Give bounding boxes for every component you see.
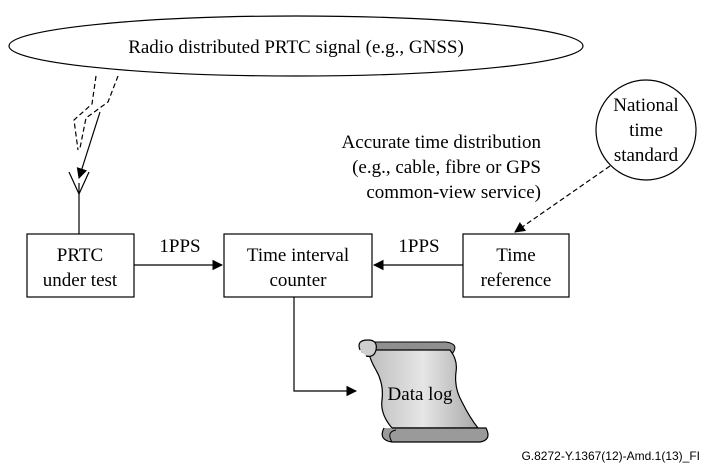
radio-link-zigzag-2 [73, 75, 97, 151]
data-log-label: Data log [388, 384, 453, 405]
ref-box-line-2: reference [481, 270, 552, 291]
national-to-reference-link [514, 165, 611, 233]
prtc-under-test-node: PRTC under test [26, 233, 135, 298]
accurate-time-line-1: Accurate time distribution [342, 132, 542, 153]
figure-id: G.8272-Y.1367(12)-Amd.1(13)_FI [521, 449, 700, 463]
radio-link [73, 75, 119, 180]
national-time-standard-circle [595, 79, 697, 181]
radio-signal-ellipse [8, 15, 584, 77]
antenna-icon [68, 171, 90, 234]
counter-to-datalog-arrow [293, 297, 358, 397]
time-interval-counter-box [223, 233, 373, 298]
accurate-time-line-3: common-view service) [366, 182, 541, 203]
time-reference-box [462, 233, 570, 298]
prtc-box-line-1: PRTC [57, 245, 103, 266]
national-time-standard-node: National time standard [595, 79, 697, 181]
radio-signal-label: Radio distributed PRTC signal (e.g., GNS… [128, 37, 464, 58]
prtc-under-test-box [26, 233, 135, 298]
prtc-box-line-2: under test [43, 270, 118, 291]
national-time-standard-line-3: standard [614, 145, 679, 166]
national-time-standard-line-2: time [629, 120, 663, 141]
national-time-standard-line-1: National [613, 95, 678, 116]
radio-signal-node: Radio distributed PRTC signal (e.g., GNS… [8, 15, 584, 77]
ref-box-line-1: Time [496, 245, 535, 266]
tic-box-line-1: Time interval [247, 245, 349, 266]
time-reference-node: Time reference [462, 233, 570, 298]
accurate-time-line-2: (e.g., cable, fibre or GPS [352, 157, 541, 178]
right-1pps-label: 1PPS [398, 236, 439, 257]
left-1pps-label: 1PPS [159, 236, 200, 257]
tic-box-line-2: counter [270, 270, 328, 291]
radio-link-arrow [76, 111, 101, 180]
accurate-time-distribution-label: Accurate time distribution (e.g., cable,… [342, 132, 542, 203]
radio-link-zigzag-1 [79, 75, 119, 149]
data-log-scroll-icon: Data log [358, 339, 489, 443]
time-interval-counter-node: Time interval counter [223, 233, 373, 298]
